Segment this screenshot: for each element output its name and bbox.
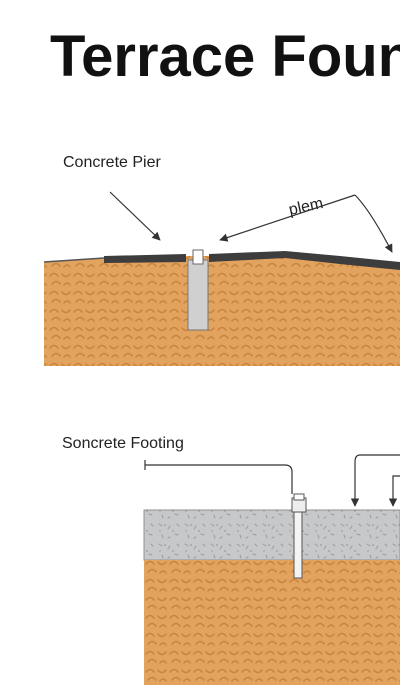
arrow-plem-left <box>219 194 356 242</box>
paving-slab-right <box>209 251 400 270</box>
label-concrete-pier: Concrete Pier <box>63 154 161 171</box>
leader-footing <box>144 460 293 494</box>
soil-under-footing <box>144 560 400 685</box>
arrow-footing-right-1 <box>350 454 400 507</box>
page-title: Terrace Foun <box>50 24 400 89</box>
paving-slab-left <box>104 254 186 263</box>
soil-body <box>44 253 400 366</box>
label-soncrete-footing: Soncrete Footing <box>62 435 184 452</box>
arrow-concrete-pier <box>109 191 161 241</box>
arrow-plem-right <box>354 194 393 253</box>
label-plem: plem <box>287 195 324 219</box>
arrow-footing-right-2 <box>388 475 400 507</box>
pier-anchor-bolt <box>192 249 204 265</box>
lower-footing-section <box>143 509 400 685</box>
concrete-pier <box>187 259 209 331</box>
ground-line <box>43 257 105 263</box>
concrete-footing-slab <box>143 509 400 561</box>
bolt-washer <box>293 493 305 501</box>
anchor-rod <box>293 511 303 579</box>
upper-soil-section <box>44 253 400 366</box>
